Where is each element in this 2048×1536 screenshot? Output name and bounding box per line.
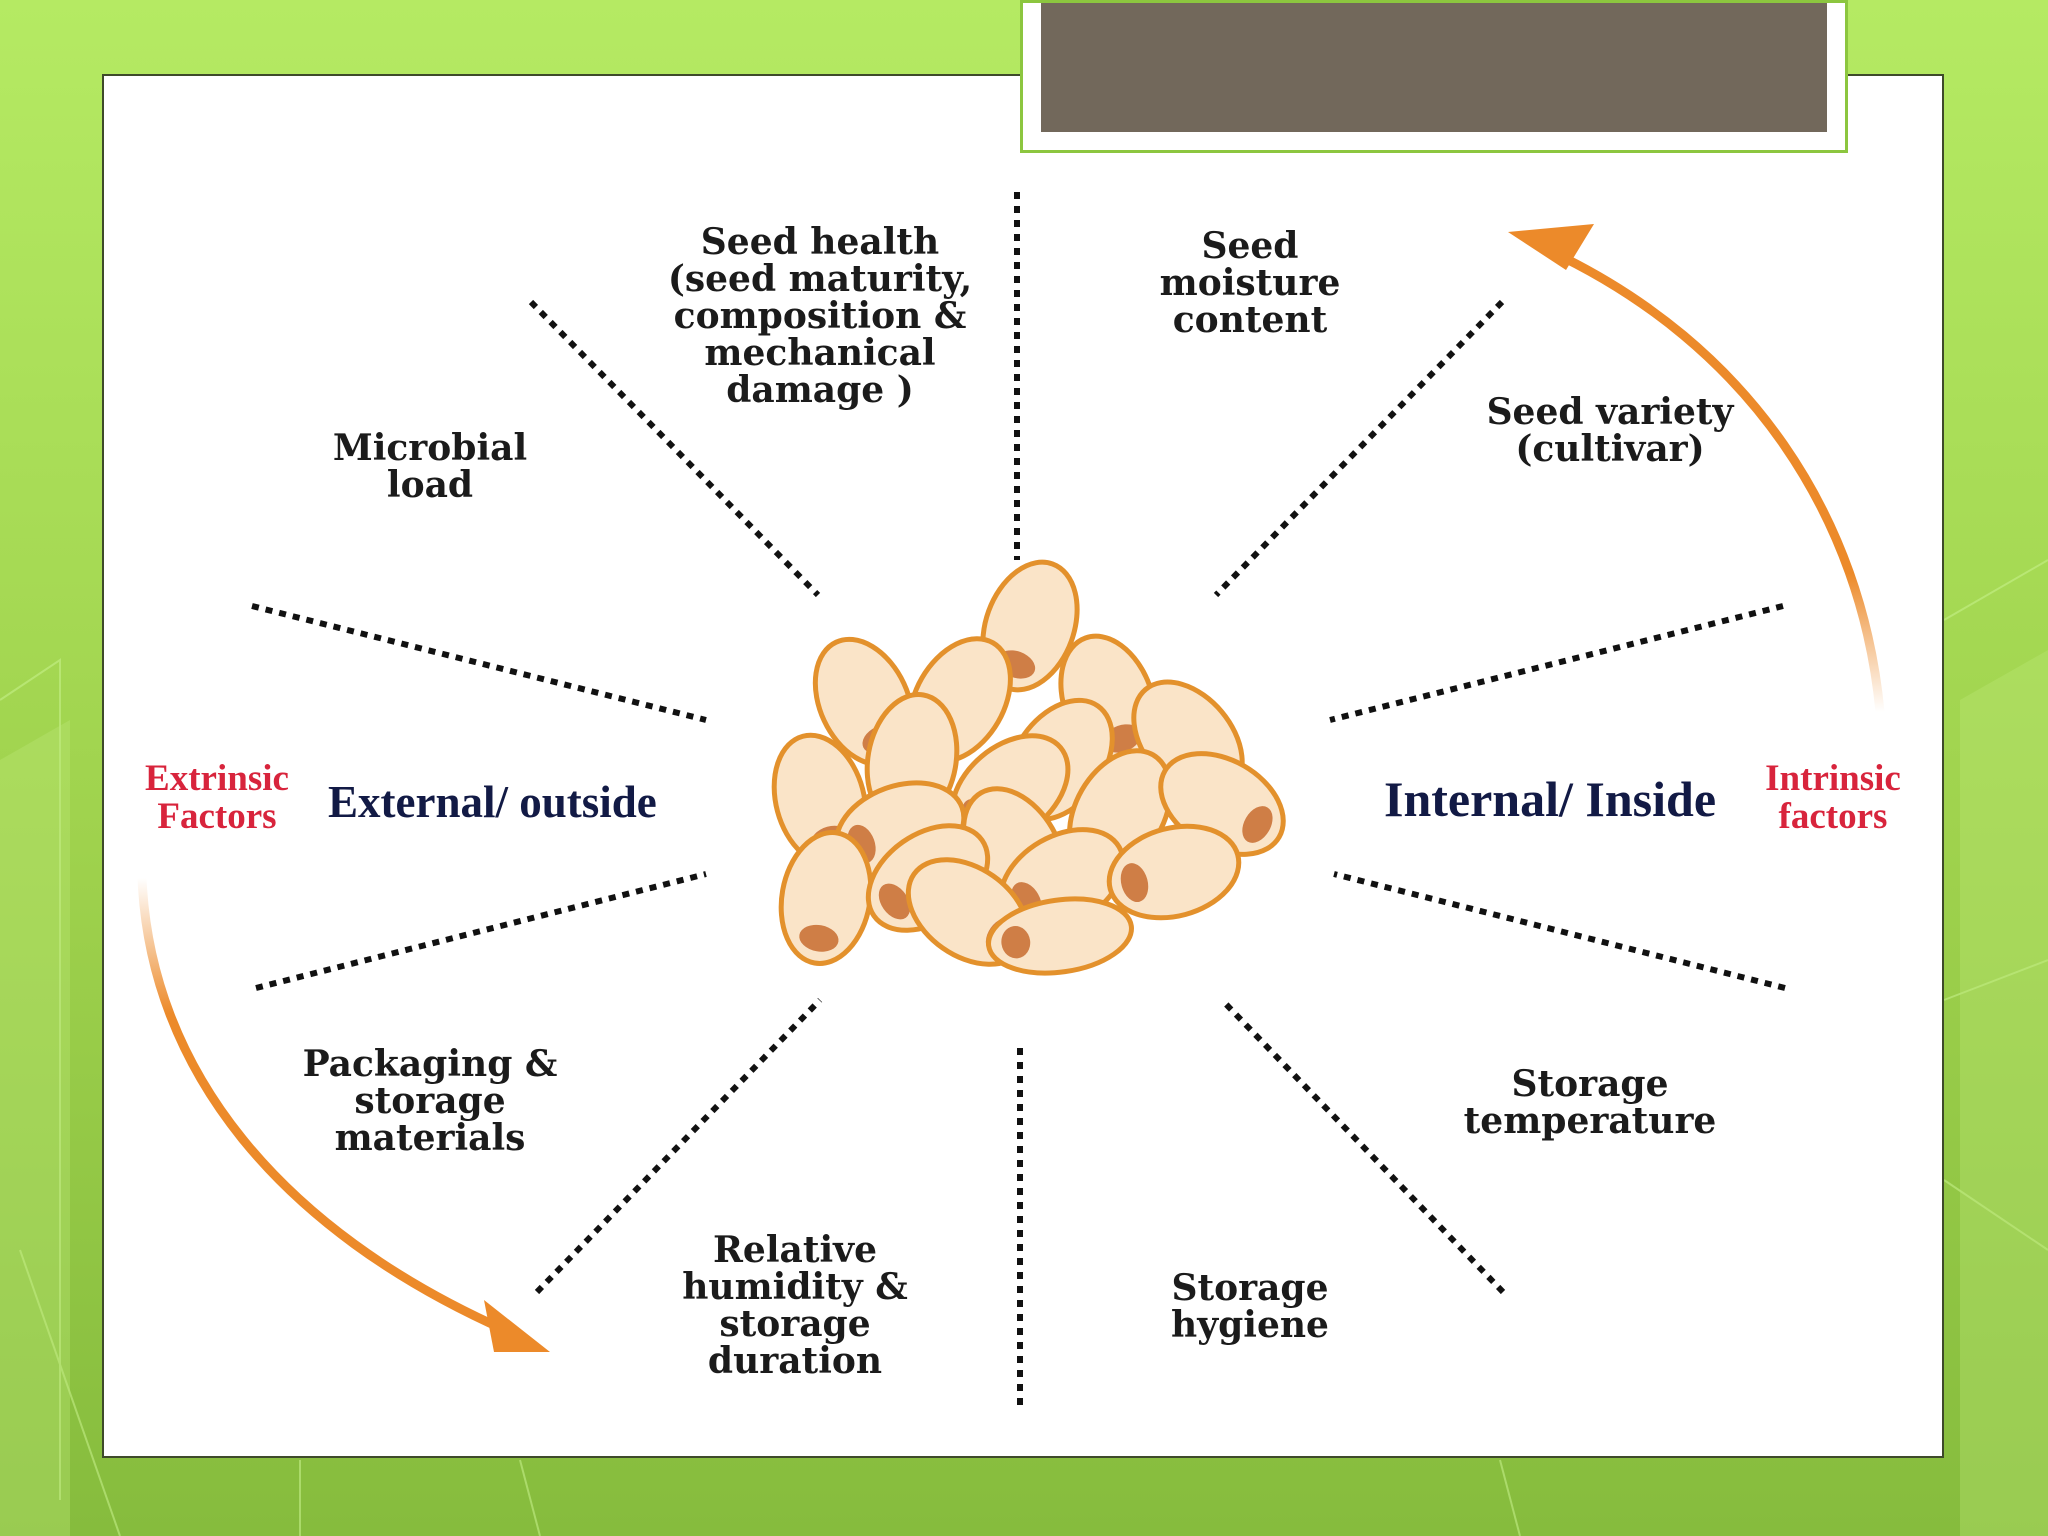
divider-lines xyxy=(251,192,1786,1412)
seed-icon xyxy=(778,830,874,966)
extrinsic-factors-label: Extrinsic Factors xyxy=(145,758,289,837)
label-seed-moisture-content: Seed moisture content xyxy=(1159,225,1341,341)
seed-icon xyxy=(1106,823,1242,921)
divider-right-upper xyxy=(1329,603,1784,723)
internal-inside-label: Internal/ Inside xyxy=(1384,771,1717,827)
label-seed-variety: Seed variety (cultivar) xyxy=(1486,391,1734,470)
divider-lower-right xyxy=(1219,997,1506,1295)
divider-upper-right xyxy=(1213,299,1505,598)
label-storage-hygiene: Storage hygiene xyxy=(1171,1267,1329,1346)
divider-left-lower xyxy=(255,871,707,991)
divider-right-lower xyxy=(1333,871,1786,991)
divider-left-upper xyxy=(251,603,707,723)
external-outside-label: External/ outside xyxy=(328,777,657,827)
label-seed-health: Seed health (seed maturity, composition … xyxy=(667,221,973,411)
divider-upper-left xyxy=(528,299,821,598)
curved-arrow-up-icon xyxy=(1508,224,1885,713)
label-packaging-storage-materials: Packaging & storage materials xyxy=(302,1043,558,1159)
intrinsic-factors-label: Intrinsic factors xyxy=(1765,758,1901,837)
seed-cluster-icon xyxy=(771,559,1286,976)
label-microbial-load: Microbial load xyxy=(332,427,528,506)
curved-arrow-down-icon xyxy=(137,877,550,1352)
label-relative-humidity: Relative humidity & storage duration xyxy=(682,1229,908,1382)
title-placeholder xyxy=(1041,3,1827,132)
seed-icon xyxy=(986,896,1134,976)
label-storage-temperature: Storage temperature xyxy=(1463,1063,1717,1142)
title-placeholder-frame xyxy=(1020,0,1848,153)
divider-lower-left xyxy=(534,997,823,1295)
